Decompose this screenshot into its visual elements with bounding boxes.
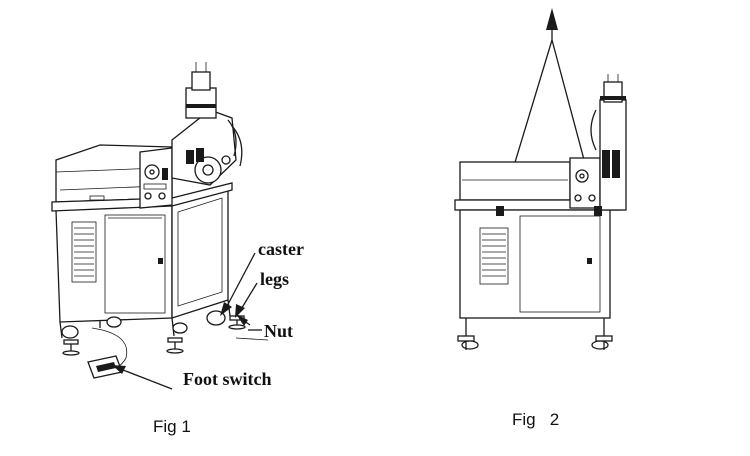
- label-foot-switch: Foot switch: [183, 369, 272, 389]
- weld-head: [171, 62, 243, 186]
- vent-grille-right: [479, 227, 509, 285]
- callout-arrows: [112, 252, 269, 390]
- caption-fig-2: Fig 2: [512, 410, 559, 429]
- foot-switch: [87, 327, 128, 379]
- caption-fig-1: Fig 1: [153, 417, 191, 436]
- vent-grille-left: [71, 221, 97, 283]
- figure-1-machine: [51, 62, 269, 390]
- control-panel: [139, 147, 173, 209]
- label-caster: caster: [258, 239, 304, 259]
- label-legs: legs: [260, 269, 289, 289]
- figure-2-machine: [454, 8, 627, 350]
- legs: [59, 299, 246, 356]
- label-nut: Nut: [264, 321, 293, 341]
